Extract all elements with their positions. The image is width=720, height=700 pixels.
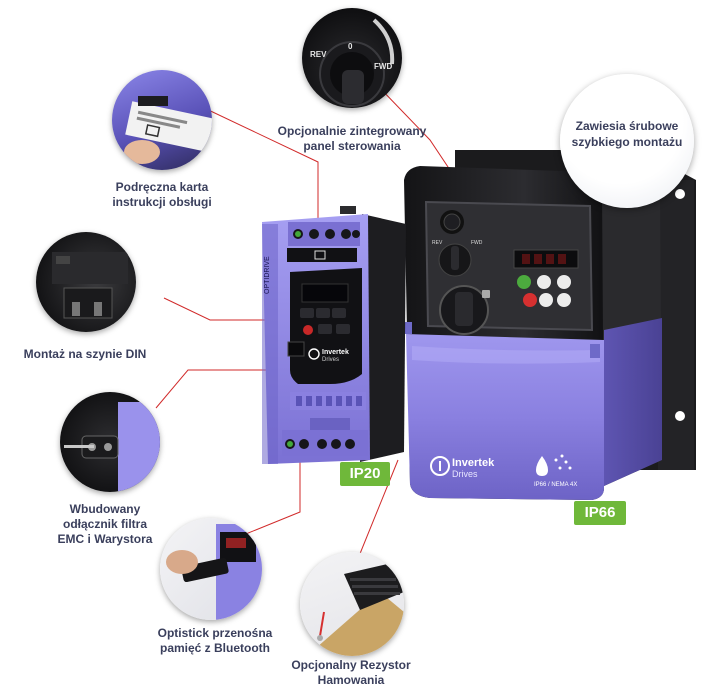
- braking-resistor-icon: [316, 562, 404, 656]
- manual-book-icon: [287, 248, 357, 262]
- water-drop-icon: [536, 454, 572, 476]
- card-detail-circle: [112, 70, 212, 170]
- lock-icon: [482, 290, 490, 298]
- dial-rev-label: REV: [310, 50, 327, 59]
- optistick-port: [287, 341, 305, 357]
- line-emc: [155, 369, 272, 409]
- optistick-icon: [166, 524, 262, 620]
- optistick-detail-circle: [160, 518, 262, 620]
- emc-detail-circle: [60, 392, 160, 492]
- panel-fwd-mini: FWD: [471, 240, 483, 246]
- stop-button-icon: [523, 293, 537, 307]
- panel-callout-text: Opcjonalnie zintegrowany panel sterowani…: [277, 124, 427, 153]
- down-arrow-icon: [557, 293, 571, 307]
- line-resistor: [354, 459, 399, 567]
- rating-text: IP66 / NEMA 4X: [534, 482, 578, 488]
- screws-callout-text: Zawiesia śrubowe szybkiego montażu: [571, 119, 683, 149]
- resistor-callout-text: Opcjonalny Rezystor Hamowania: [291, 658, 411, 687]
- model-text: OPTIDRIVE: [264, 256, 271, 294]
- drive-purple-cover: [406, 334, 604, 500]
- line-din: [163, 297, 268, 321]
- ip20-badge: IP20: [340, 462, 390, 486]
- resistor-detail-circle: [300, 552, 404, 656]
- line-card: [199, 105, 319, 244]
- dial-fwd-label: FWD: [374, 62, 393, 71]
- brand-sub-small: Drives: [322, 357, 340, 363]
- manual-card-icon: [124, 96, 212, 164]
- panel-detail-circle: REV 0 FWD: [302, 8, 402, 108]
- dial-zero-label: 0: [348, 42, 353, 51]
- panel-rev-mini: REV: [432, 240, 443, 246]
- quick-mount-bubble: Zawiesia śrubowe szybkiego montażu: [560, 74, 694, 208]
- din-detail-circle: [36, 232, 136, 332]
- emc-screw-icon: [64, 402, 160, 492]
- din-callout-text: Montaż na szynie DIN: [23, 347, 147, 361]
- keyhole-icon: [675, 189, 685, 199]
- dial-knob-icon: [319, 18, 395, 107]
- ip66-badge: IP66: [574, 501, 626, 525]
- brand-name-small: Invertek: [322, 349, 349, 356]
- up-arrow-icon: [557, 275, 571, 289]
- brand-name-large: Invertek: [452, 457, 495, 469]
- din-rail-icon: [52, 252, 128, 319]
- seven-segment-display-icon: [513, 249, 579, 269]
- brand-sub-large: Drives: [452, 469, 478, 479]
- start-button-icon: [517, 275, 531, 289]
- emc-callout-text: Wbudowany odłącznik filtra EMC i Warysto…: [57, 502, 153, 546]
- card-callout-text: Podręczna karta instrukcji obsługi: [112, 180, 212, 209]
- optistick-callout-text: Optistick przenośna pamięć z Bluetooth: [157, 626, 273, 655]
- invertek-logo-icon: [430, 456, 450, 476]
